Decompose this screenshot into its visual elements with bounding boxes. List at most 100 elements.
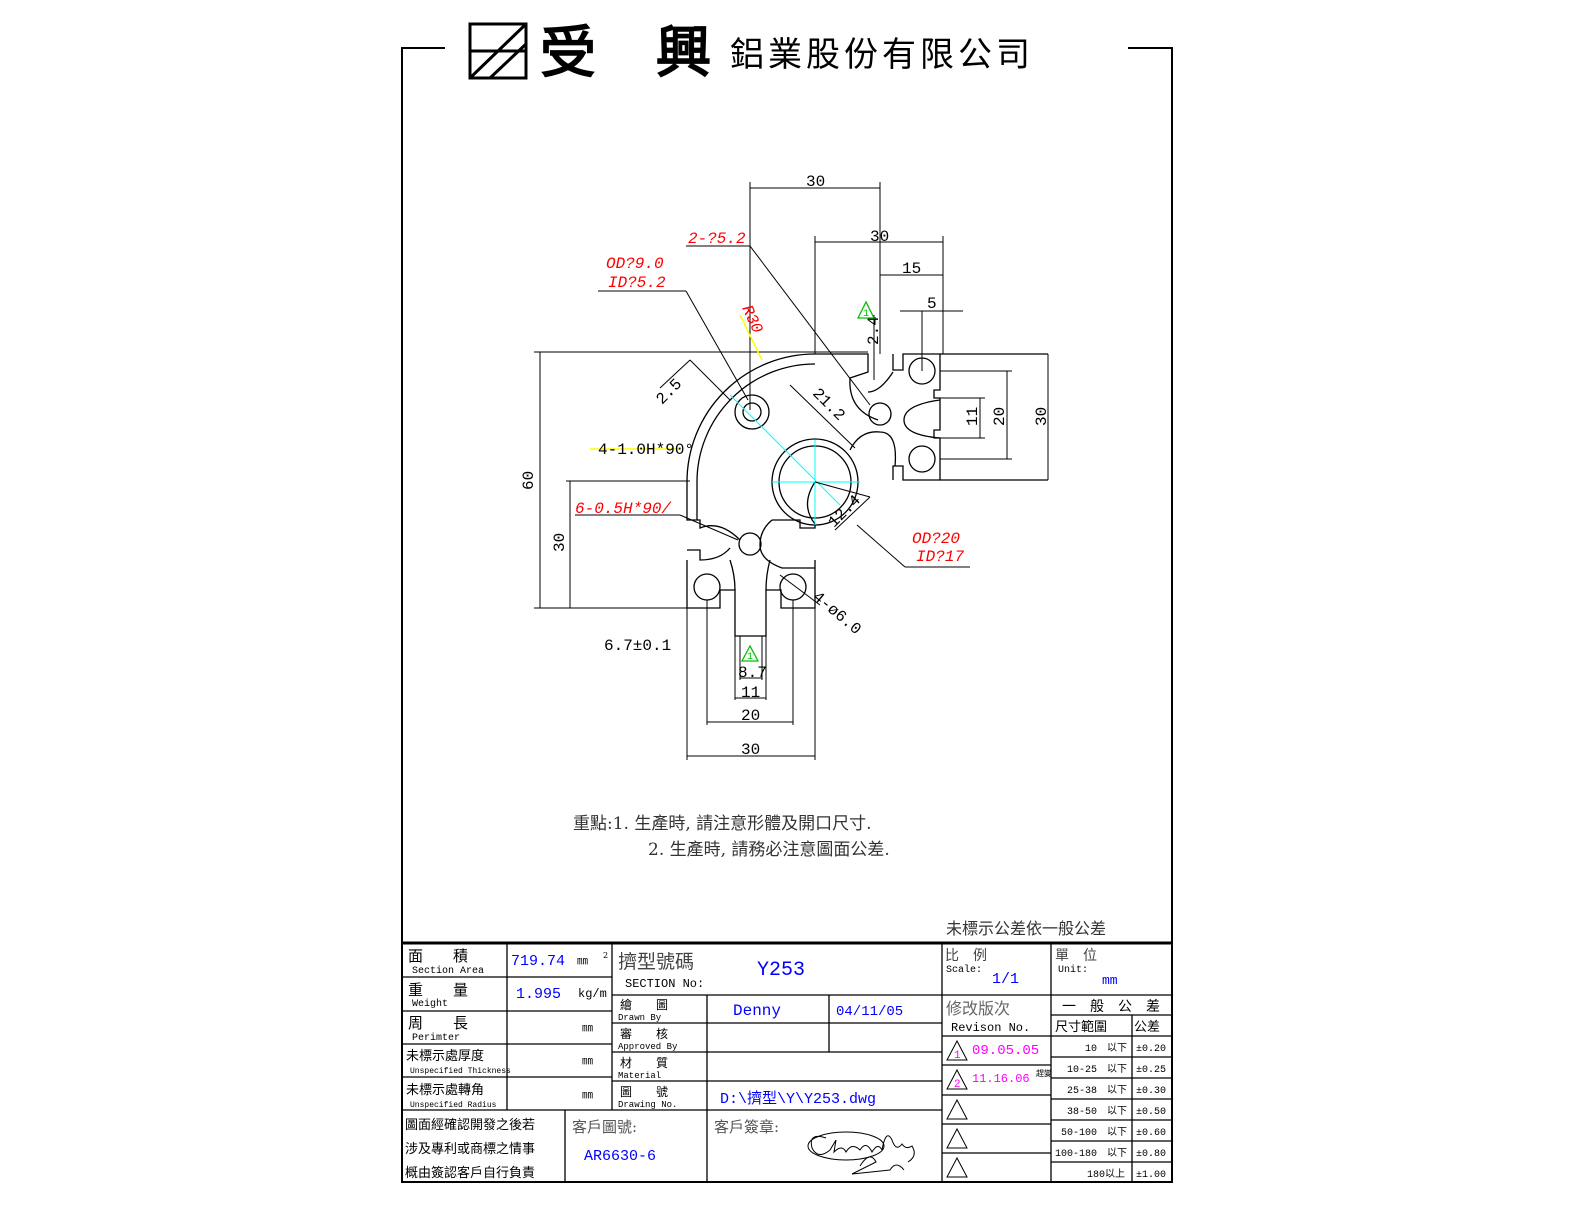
dim-chamfer-6: 6-0.5H*90/ xyxy=(575,500,672,518)
dim-top-30b: 30 xyxy=(870,228,889,246)
drawing-no-label: 圖 號 xyxy=(620,1085,668,1099)
radius-label: 未標示處轉角 xyxy=(406,1083,484,1098)
tol-value: ±1.00 xyxy=(1136,1170,1166,1181)
tol-range: 10 以下 xyxy=(1085,1043,1127,1055)
weight-label: 重 量 xyxy=(408,981,468,999)
general-tol-col-range: 尺寸範圍 xyxy=(1055,1020,1107,1035)
thickness-label-en: Unspecified Thickness xyxy=(410,1067,511,1076)
svg-text:1: 1 xyxy=(954,1050,961,1062)
tol-value: ±0.80 xyxy=(1136,1149,1166,1160)
r30-leader xyxy=(739,314,763,361)
perimeter-label-en: Perimter xyxy=(412,1032,460,1044)
dim-slot-tol: 6.7±0.1 xyxy=(604,637,671,655)
dim-8-7: 8.7 xyxy=(738,664,767,682)
note-line-1: 重點:1. 生產時, 請注意形體及開口尺寸. xyxy=(573,814,872,834)
section-area-label: 面 積 xyxy=(408,947,468,965)
svg-text:1: 1 xyxy=(747,652,753,663)
dim-id-small: ID?5.2 xyxy=(608,274,666,292)
disclaimer-line-1: 圖面經確認開發之後若 xyxy=(405,1117,535,1133)
section-no-label-en: SECTION No: xyxy=(625,977,704,991)
dim-60: 60 xyxy=(520,471,538,490)
customer-signature xyxy=(807,1131,915,1175)
weight-label-en: Weight xyxy=(412,998,448,1010)
drawing-no-label-en: Drawing No. xyxy=(618,1100,677,1110)
svg-text:1: 1 xyxy=(863,309,869,320)
tol-range: 180以上 xyxy=(1087,1168,1125,1181)
dim-od-small: OD?9.0 xyxy=(606,255,664,273)
thickness-label: 未標示處厚度 xyxy=(406,1048,484,1064)
sheet-frame xyxy=(401,47,1173,1183)
dim-11-bottom: 11 xyxy=(741,684,760,702)
tol-range: 10-25 以下 xyxy=(1067,1064,1127,1076)
tolerance-note: 未標示公差依一般公差 xyxy=(946,919,1106,938)
dim-30-bottom: 30 xyxy=(741,741,760,759)
drawn-by-label-en: Drawn By xyxy=(618,1013,662,1023)
dim-20-bottom: 20 xyxy=(741,707,760,725)
revision-marker-bottom: 1 xyxy=(740,644,760,663)
tol-value: ±0.25 xyxy=(1136,1065,1166,1076)
scale-value: 1/1 xyxy=(992,971,1019,988)
company-name: 鋁業股份有限公司 xyxy=(730,35,1034,75)
title-block-grid xyxy=(402,941,1172,1182)
brand-name: 受 興 xyxy=(540,20,732,86)
revision-empty-markers xyxy=(946,1098,968,1178)
weight-unit: kg/m xyxy=(578,987,607,1001)
perimeter-label: 周 長 xyxy=(408,1014,468,1032)
dim-15: 15 xyxy=(902,260,921,278)
dim-id-big: ID?17 xyxy=(916,548,964,566)
approved-by-label: 審 核 xyxy=(620,1026,668,1041)
tol-range: 50-100 以下 xyxy=(1061,1127,1127,1139)
dim-30-right: 30 xyxy=(1033,407,1051,426)
revision-row-1: 1 09.05.05 xyxy=(946,1039,1039,1062)
revision-marker-top: 1 xyxy=(856,300,876,320)
svg-text:2: 2 xyxy=(954,1079,961,1091)
revision-label: 修改版次 xyxy=(946,999,1010,1018)
dim-5: 5 xyxy=(927,295,937,313)
tol-range: 38-50 以下 xyxy=(1067,1106,1127,1118)
revision-label-en: Revison No. xyxy=(951,1021,1030,1035)
svg-text:趕變: 趕變 xyxy=(1036,1068,1052,1078)
unit-value: mm xyxy=(1102,973,1118,988)
section-area-value: 719.74 xyxy=(511,953,565,970)
dim-20-right: 20 xyxy=(991,407,1009,426)
drawn-by-label: 繪 圖 xyxy=(620,997,668,1012)
unit-label: 單 位 xyxy=(1055,948,1097,964)
tol-range: 100-180 以下 xyxy=(1055,1148,1127,1160)
section-no-value: Y253 xyxy=(757,959,805,982)
customer-no-value: AR6630-6 xyxy=(584,1148,656,1165)
drawn-by-value: Denny xyxy=(733,1002,781,1020)
dim-hole-spec: 2-?5.2 xyxy=(688,230,746,248)
disclaimer-line-3: 概由簽認客戶自行負責 xyxy=(405,1165,535,1181)
note-line-2: 2. 生產時, 請務必注意圖面公差. xyxy=(648,840,890,860)
thickness-unit: ㎜ xyxy=(582,1054,593,1067)
approved-by-label-en: Approved By xyxy=(618,1042,678,1052)
section-area-label-en: Section Area xyxy=(412,965,484,977)
unit-label-en: Unit: xyxy=(1058,964,1088,976)
dim-top-30a: 30 xyxy=(806,173,825,191)
customer-sign-label: 客戶簽章: xyxy=(714,1118,779,1136)
dim-chamfer-4: 4-1.0H*90° xyxy=(598,441,694,459)
section-area-unit-sup: 2 xyxy=(603,951,608,960)
radius-label-en: Unspecified Radius xyxy=(410,1101,497,1110)
tol-value: ±0.20 xyxy=(1136,1044,1166,1055)
material-label: 材 質 xyxy=(620,1055,668,1070)
section-area-unit: ㎜ xyxy=(577,954,588,967)
dim-2-5: 2.5 xyxy=(653,375,686,408)
dim-2-4: 2.4 xyxy=(865,316,883,345)
drawn-date: 04/11/05 xyxy=(836,1004,903,1020)
tol-range: 25-38 以下 xyxy=(1067,1085,1127,1097)
tol-value: ±0.30 xyxy=(1136,1086,1166,1097)
weight-value: 1.995 xyxy=(516,986,561,1003)
general-tol-col-tol: 公差 xyxy=(1134,1020,1160,1035)
revision-row-2: 2 11.16.06 趕變 xyxy=(946,1068,1052,1091)
material-label-en: Material xyxy=(618,1071,661,1081)
svg-text:11.16.06: 11.16.06 xyxy=(972,1072,1030,1086)
company-logo xyxy=(468,22,528,80)
disclaimer-line-2: 涉及專利或商標之情事 xyxy=(405,1142,535,1157)
general-tol-title: 一 般 公 差 xyxy=(1062,999,1160,1015)
dim-hole-6: 4-ø6.0 xyxy=(809,588,865,639)
tol-value: ±0.60 xyxy=(1136,1128,1166,1139)
dim-12-4: 12.4 xyxy=(825,492,865,532)
scale-label-en: Scale: xyxy=(946,964,982,976)
